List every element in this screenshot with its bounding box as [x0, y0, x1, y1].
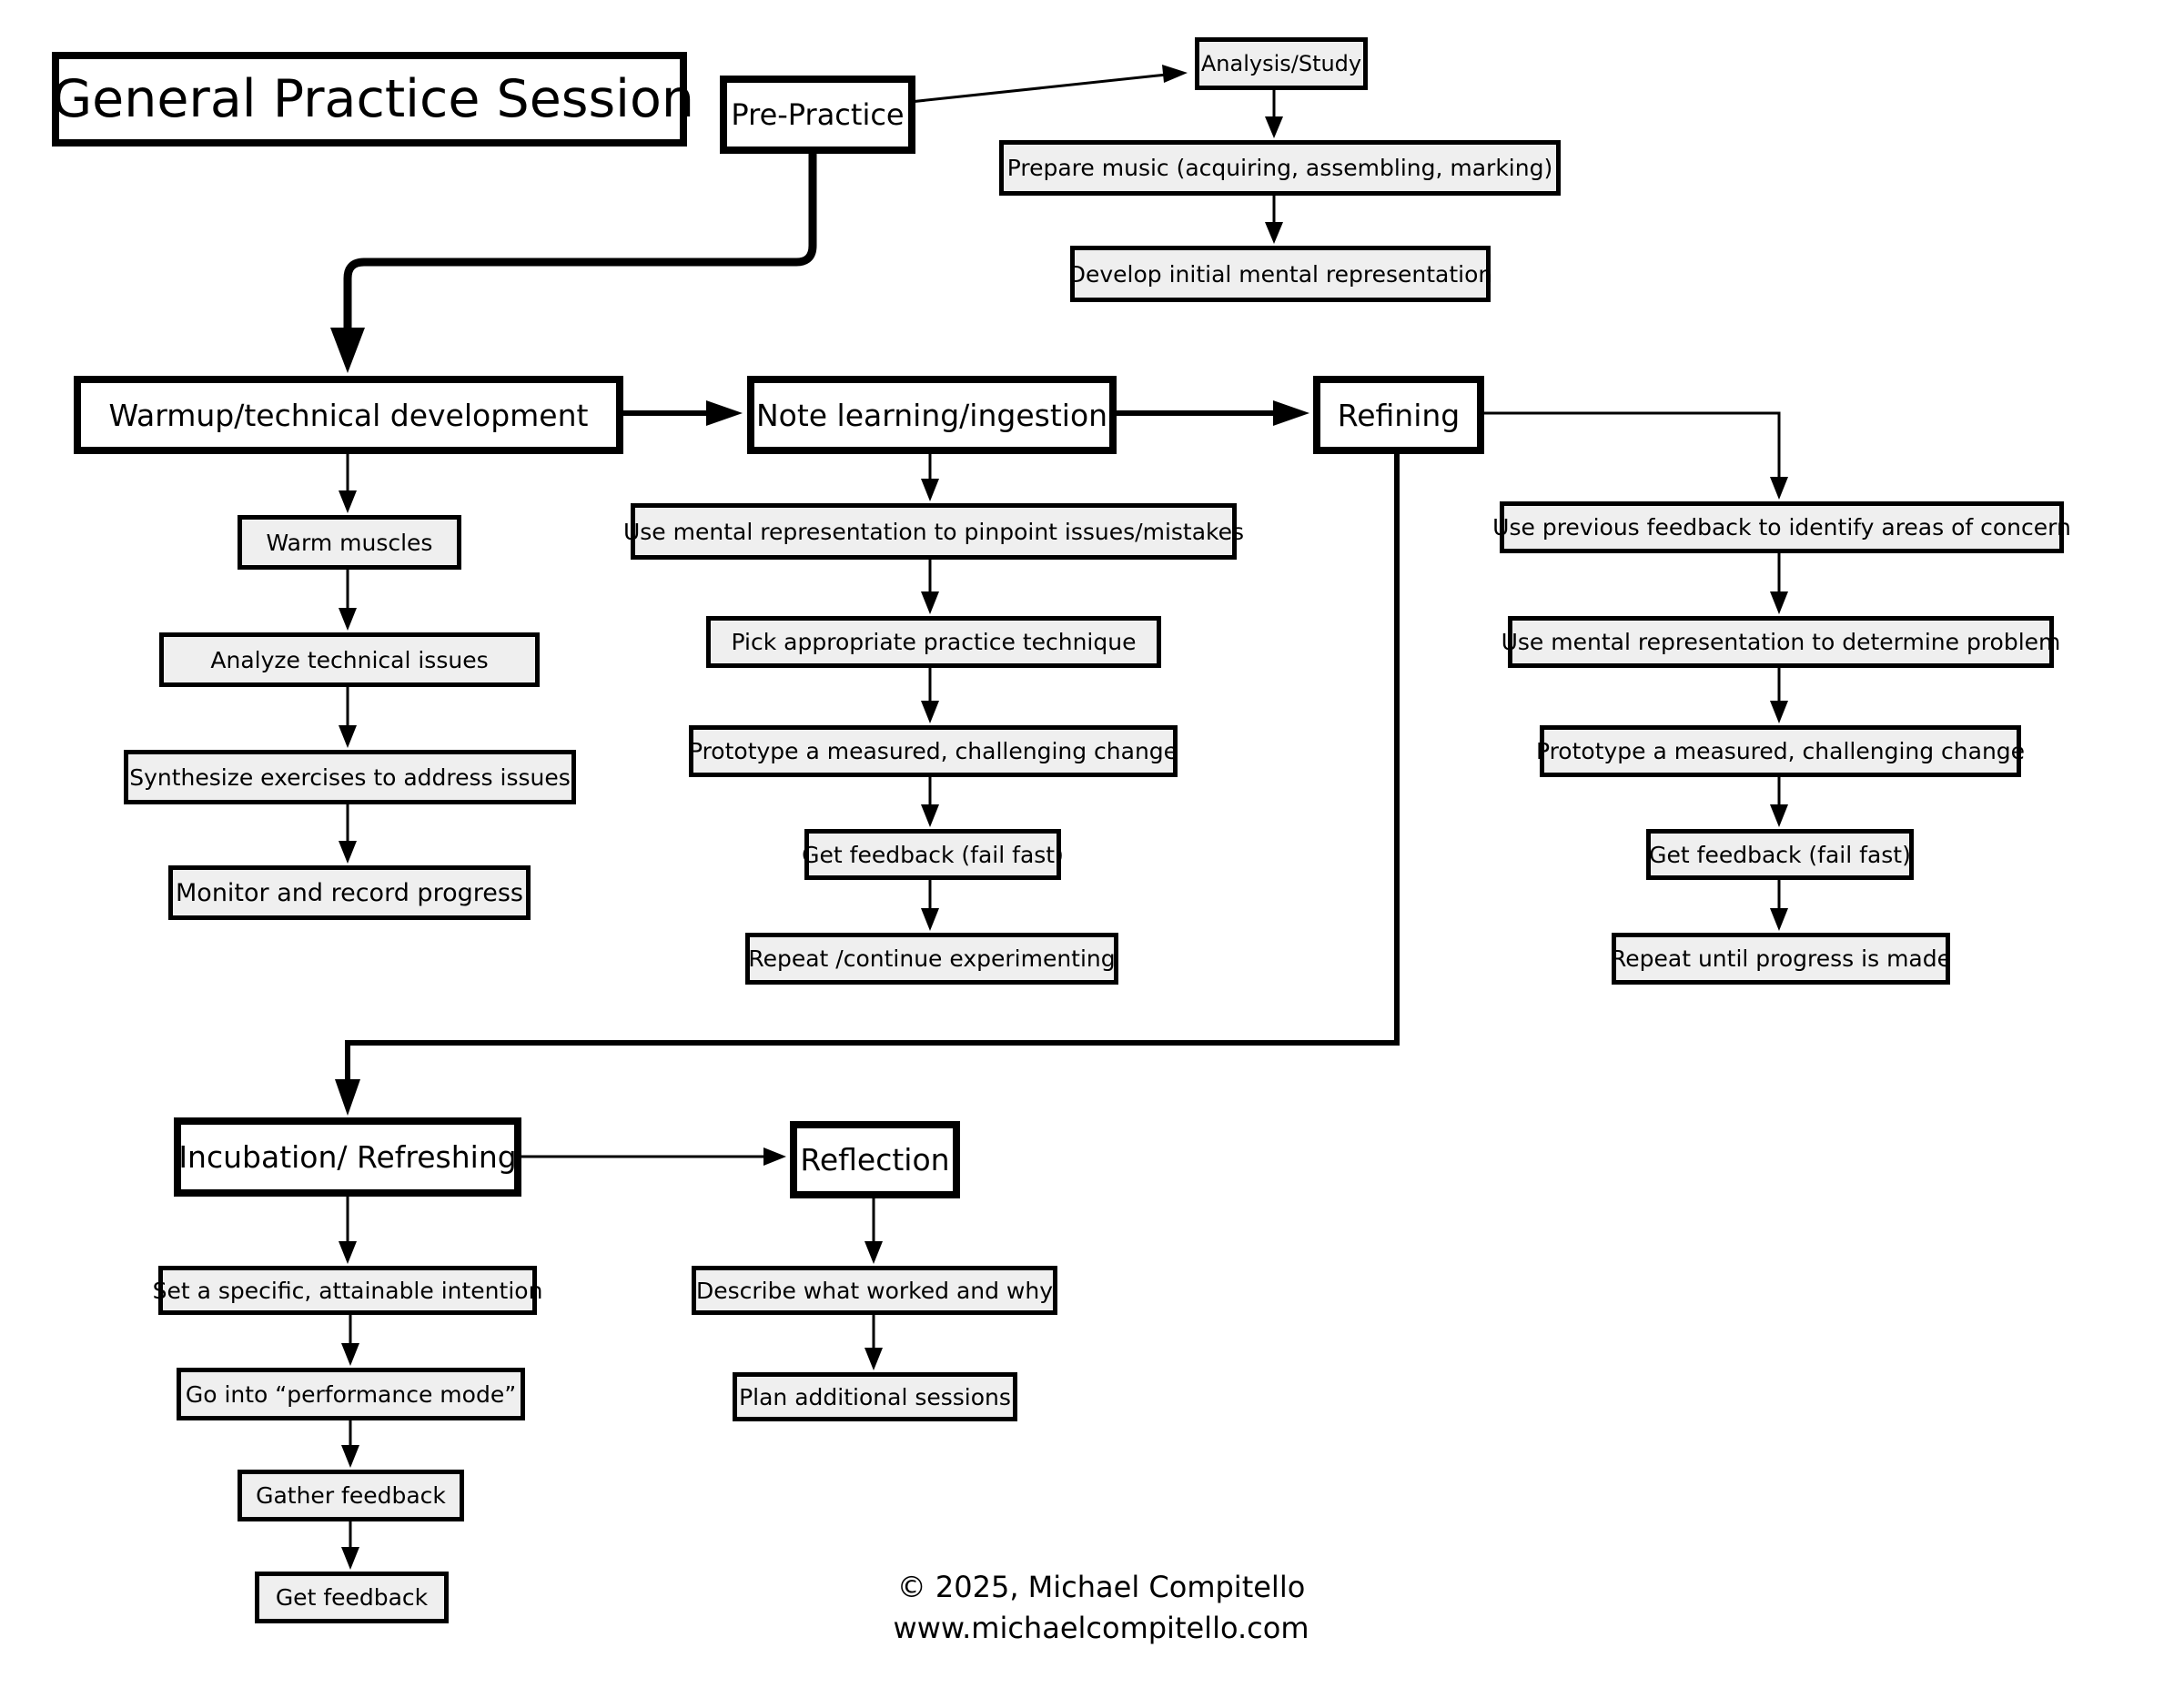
note-prototype-change-box: Prototype a measured, challenging change [689, 725, 1178, 777]
arrow-prepare-to-develop [1265, 194, 1283, 244]
monitor-progress-box: Monitor and record progress [168, 865, 531, 920]
refining-prototype-change-box: Prototype a measured, challenging change [1536, 725, 2025, 777]
note-pinpoint-issues-box: Use mental representation to pinpoint is… [623, 503, 1244, 560]
website-text: www.michaelcompitello.com [893, 1611, 1309, 1645]
arrow-prepractice-to-analysis [909, 65, 1188, 104]
arrow-prepractice-to-warmup [330, 150, 817, 373]
page-title: General Practice Session [52, 52, 694, 147]
incubation-gather-feedback-box: Gather feedback [238, 1470, 464, 1521]
incubation-performance-mode-box: Go into “performance mode” [177, 1368, 525, 1420]
analyze-technical-issues-box: Analyze technical issues [159, 632, 540, 687]
arrow-refining-to-steps [1479, 411, 1788, 500]
arrow-incubation-steps [339, 1195, 359, 1570]
copyright-text: © 2025, Michael Compitello [896, 1570, 1306, 1604]
incubation-get-feedback-box: Get feedback [255, 1572, 449, 1623]
synthesize-exercises-box: Synthesize exercises to address issues [124, 750, 576, 804]
refining-determine-problem-box: Use mental representation to determine p… [1502, 616, 2060, 668]
note-learning-box: Note learning/ingestion [747, 376, 1117, 454]
arrow-refining-steps [1770, 551, 1788, 931]
warm-muscles-box: Warm muscles [238, 515, 461, 570]
reflection-plan-sessions-box: Plan additional sessions [733, 1372, 1017, 1421]
arrow-note-steps [921, 451, 939, 931]
arrow-refining-to-incubation [335, 448, 1400, 1116]
refining-get-feedback-box: Get feedback (fail fast) [1646, 829, 1914, 880]
arrow-warmup-to-note [619, 400, 743, 426]
refining-identify-concerns-box: Use previous feedback to identify areas … [1492, 501, 2071, 553]
reflection-box: Reflection [790, 1121, 960, 1198]
analysis-study-box: Analysis/Study [1195, 37, 1368, 90]
prepare-music-box: Prepare music (acquiring, assembling, ma… [999, 140, 1561, 196]
refining-repeat-until-progress-box: Repeat until progress is made [1611, 933, 1951, 985]
reflection-describe-box: Describe what worked and why [692, 1266, 1057, 1315]
arrow-note-to-refining [1110, 400, 1309, 426]
warmup-box: Warmup/technical development [74, 376, 623, 454]
incubation-set-intention-box: Set a specific, attainable intention [153, 1266, 542, 1315]
note-pick-technique-box: Pick appropriate practice technique [706, 616, 1161, 668]
refining-box: Refining [1313, 376, 1484, 454]
pre-practice-box: Pre-Practice [720, 76, 915, 154]
arrow-analysis-to-prepare [1265, 88, 1283, 138]
arrow-warmup-steps [339, 451, 357, 864]
arrow-reflection-steps [864, 1195, 883, 1370]
note-repeat-experimenting-box: Repeat /continue experimenting [745, 933, 1118, 985]
note-get-feedback-box: Get feedback (fail fast) [802, 829, 1064, 880]
incubation-box: Incubation/ Refreshing [174, 1117, 521, 1197]
arrow-incubation-to-reflection [519, 1147, 786, 1166]
develop-mental-representation-box: Develop initial mental representation [1068, 246, 1492, 302]
